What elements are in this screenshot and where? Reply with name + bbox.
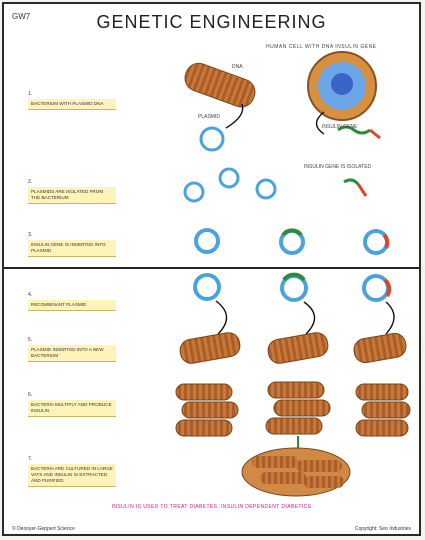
arrow-bacterium-to-plasmid (226, 104, 243, 128)
bacteria-culture (242, 448, 350, 496)
new-bacterium-a (178, 331, 241, 365)
new-bacterium-b (266, 331, 329, 365)
section-divider (4, 267, 419, 269)
step-3: 3. INSULIN GENE IS INSERTED INTO PLASMID (28, 232, 116, 257)
step-6: 6. BACTERIA MULTIPLY AND PRODUCE INSULIN (28, 392, 116, 417)
step-number: 4. (28, 292, 116, 298)
gene-step2 (344, 180, 366, 196)
plasmid-step1 (201, 128, 223, 150)
step-1: 1. BACTERIUM WITH PLASMID DNA (28, 91, 116, 110)
step-label: BACTERIUM WITH PLASMID DNA (28, 99, 116, 110)
step-4: 4. RECOMBINANT PLASMID (28, 292, 116, 311)
plasmid-isolated-2 (220, 169, 238, 187)
step-label: PLASMID INSERTED INTO A NEW BACTERIUM (28, 345, 116, 362)
step-label: BACTERIA ARE CULTURED IN LARGE VATS AND … (28, 464, 116, 487)
step-number: 5. (28, 337, 116, 343)
cell-caption: HUMAN CELL WITH DNA INSULIN GENE (266, 44, 377, 50)
step-5: 5. PLASMID INSERTED INTO A NEW BACTERIUM (28, 337, 116, 362)
new-bacterium-c (352, 332, 407, 365)
plasmid-caption: PLASMID (198, 114, 220, 120)
insulin-note: INSULIN IS USED TO TREAT DIABETES. INSUL… (4, 504, 419, 510)
step-label: RECOMBINANT PLASMID (28, 300, 116, 311)
recombinant-plasmid-c (364, 276, 388, 300)
step-label: PLASMIDS ARE ISOLATED FROM THE BACTERIUM (28, 187, 116, 204)
human-cell (308, 52, 376, 120)
footer-right: Copyright: Seo Industries (355, 526, 411, 532)
insulin-gene-caption: INSULIN GENE (322, 124, 357, 130)
plasmid-isolated-1 (185, 183, 203, 201)
recombinant-plasmid-a (195, 275, 219, 299)
footer-left: © Denoyer-Geppert Science (12, 526, 75, 532)
step-label: BACTERIA MULTIPLY AND PRODUCE INSULIN (28, 400, 116, 417)
step-7: 7. BACTERIA ARE CULTURED IN LARGE VATS A… (28, 456, 116, 487)
plasmid-step3-c (365, 231, 387, 253)
bacterium-top (181, 60, 258, 111)
dna-caption: DNA (232, 64, 243, 70)
plasmid-isolated-3 (257, 180, 275, 198)
step-number: 2. (28, 179, 116, 185)
step-number: 7. (28, 456, 116, 462)
genetic-engineering-poster: GW7 GENETIC ENGINEERING HUMAN CELL WITH … (2, 2, 421, 536)
step-number: 1. (28, 91, 116, 97)
multiplied-bacteria (176, 382, 410, 436)
plasmid-step3-a (196, 230, 218, 252)
step-label: INSULIN GENE IS INSERTED INTO PLASMID (28, 240, 116, 257)
step-number: 6. (28, 392, 116, 398)
gene-isolated-caption: INSULIN GENE IS ISOLATED (304, 164, 371, 170)
step-2: 2. PLASMIDS ARE ISOLATED FROM THE BACTER… (28, 179, 116, 204)
step-number: 3. (28, 232, 116, 238)
page-title: GENETIC ENGINEERING (4, 12, 419, 33)
